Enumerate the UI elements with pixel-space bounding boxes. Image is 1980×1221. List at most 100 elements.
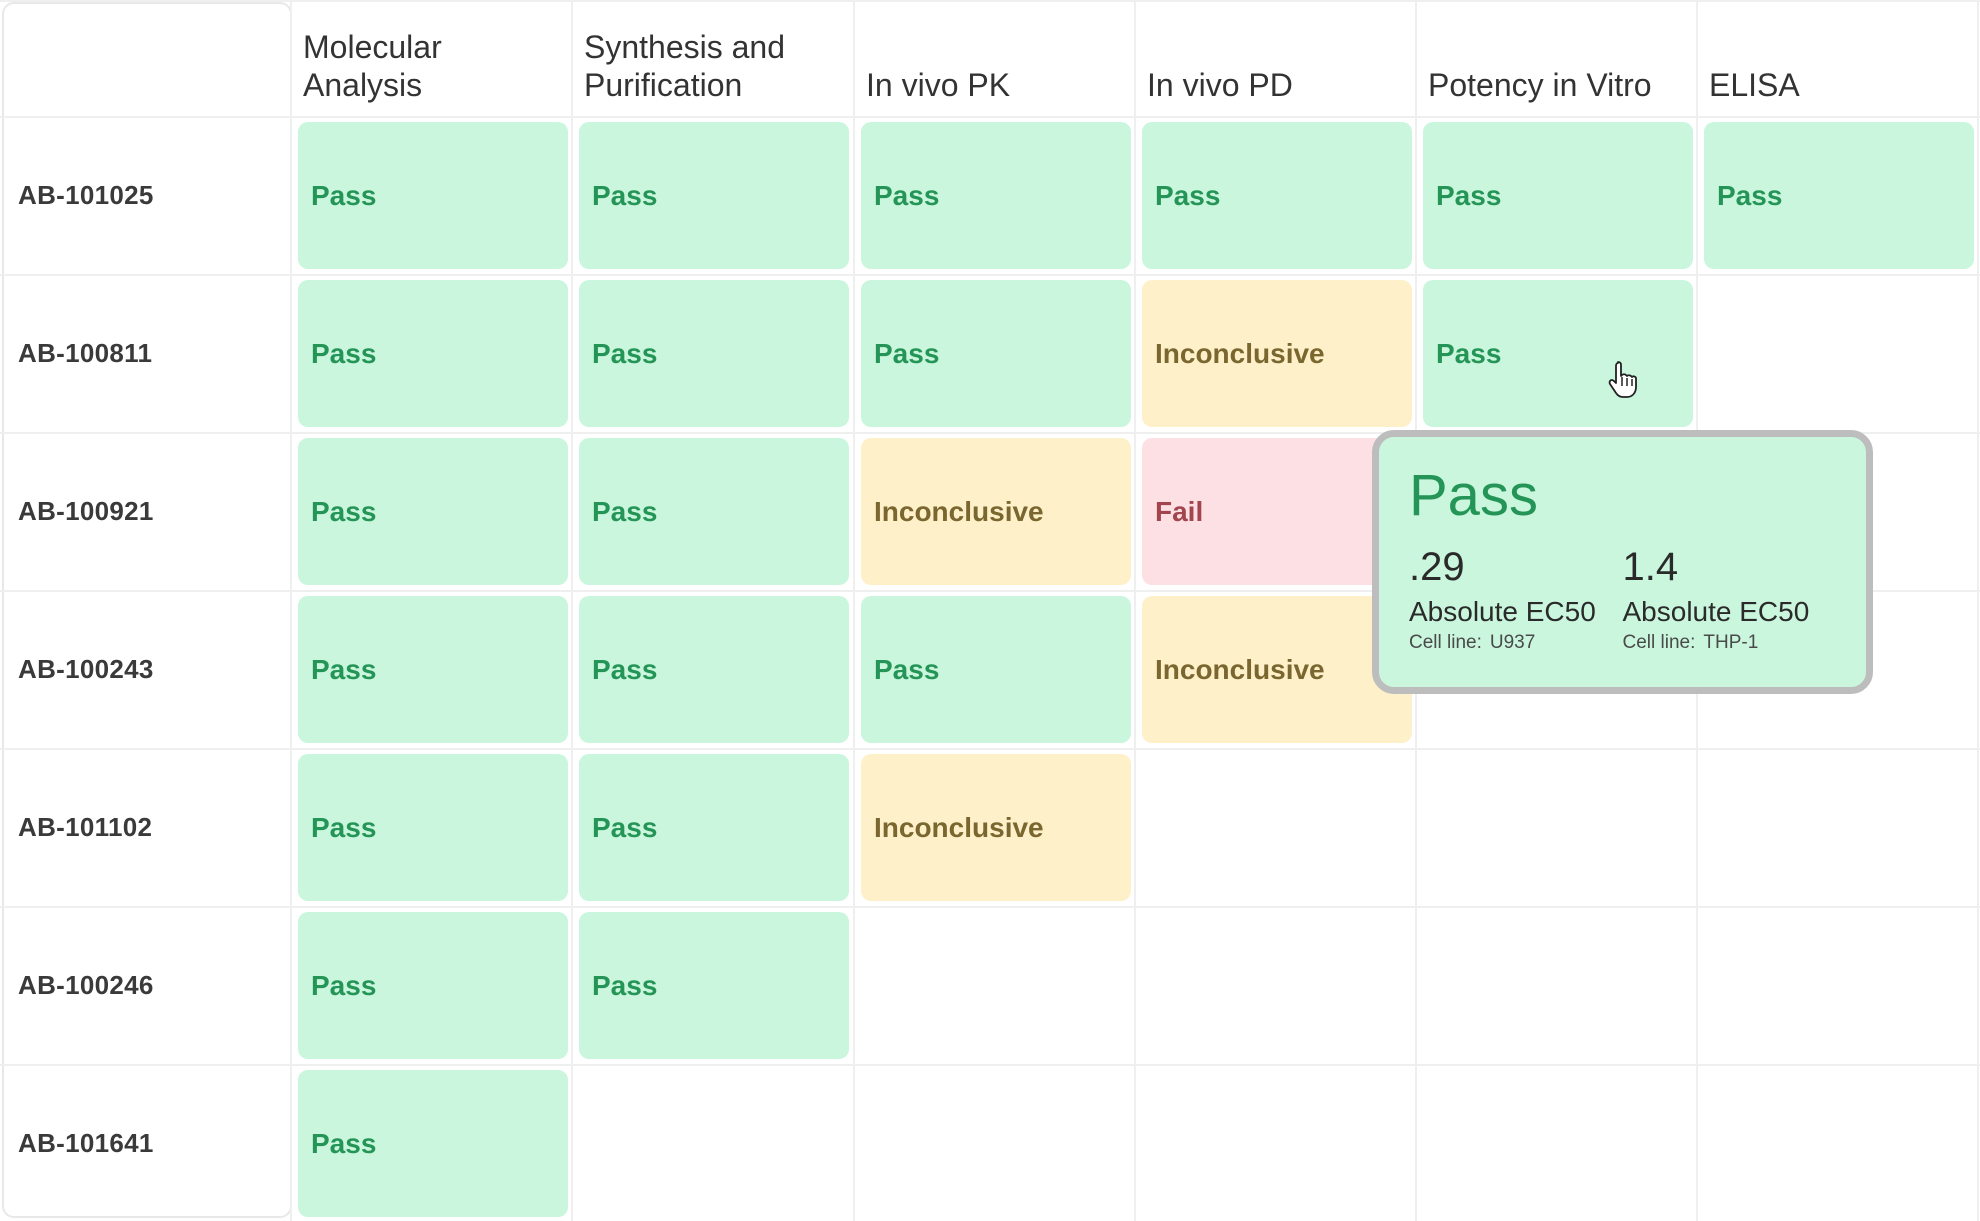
result-label: Pass <box>311 337 377 369</box>
result-label: Pass <box>1717 179 1783 211</box>
result-cell-pass[interactable]: Pass <box>298 438 568 585</box>
result-label: Pass <box>311 179 377 211</box>
metric-cell-line: Cell line: U937 <box>1409 631 1623 655</box>
grid-row-divider <box>0 432 1980 434</box>
grid-row-divider <box>0 906 1980 908</box>
metric-value: .29 <box>1409 545 1465 589</box>
result-label: Pass <box>311 495 377 527</box>
result-cell-pass[interactable]: Pass <box>298 754 568 901</box>
result-cell-pass[interactable]: Pass <box>861 122 1131 269</box>
column-header: Potency in Vitro <box>1416 0 1691 116</box>
result-label: Pass <box>311 811 377 843</box>
result-label: Pass <box>311 1127 377 1159</box>
grid-row-divider <box>0 274 1980 276</box>
row-label: AB-101102 <box>18 812 153 842</box>
result-label: Pass <box>311 969 377 1001</box>
result-label: Inconclusive <box>1155 337 1325 369</box>
column-header-label: Molecular Analysis <box>303 29 442 103</box>
result-cell-pass[interactable]: Pass <box>1423 280 1693 427</box>
row-label: AB-101641 <box>18 1128 154 1158</box>
column-header-label: In vivo PD <box>1147 67 1293 103</box>
row-label: AB-100246 <box>18 970 154 1000</box>
column-header: Synthesis and Purification <box>572 0 847 116</box>
result-label: Pass <box>1436 179 1502 211</box>
result-label: Pass <box>592 969 658 1001</box>
result-label: Pass <box>1155 179 1221 211</box>
row-label: AB-101025 <box>18 180 154 210</box>
tooltip-status: Pass <box>1409 463 1538 528</box>
result-cell-pass[interactable]: Pass <box>579 280 849 427</box>
result-cell-pass[interactable]: Pass <box>298 122 568 269</box>
result-tooltip: Pass .29 Absolute EC50 Cell line: U937 1.… <box>1372 430 1873 694</box>
result-cell-pass[interactable]: Pass <box>579 122 849 269</box>
result-cell-pass[interactable]: Pass <box>298 1070 568 1217</box>
result-cell-inconclusive[interactable]: Inconclusive <box>1142 596 1412 743</box>
result-label: Pass <box>874 653 940 685</box>
result-cell-pass[interactable]: Pass <box>861 596 1131 743</box>
metric-cell-line: Cell line: THP-1 <box>1623 631 1837 655</box>
grid-column-divider <box>571 0 573 1221</box>
row-label-column <box>2 2 292 1218</box>
cell-line-label: Cell line: <box>1409 632 1482 653</box>
metric-label: Absolute EC50 <box>1409 596 1596 627</box>
result-label: Pass <box>592 811 658 843</box>
result-cell-pass[interactable]: Pass <box>1704 122 1974 269</box>
result-cell-pass[interactable]: Pass <box>298 912 568 1059</box>
result-cell-pass[interactable]: Pass <box>298 596 568 743</box>
result-label: Pass <box>592 337 658 369</box>
row-label: AB-100243 <box>18 654 154 684</box>
column-header: ELISA <box>1697 0 1972 116</box>
column-header-label: In vivo PK <box>866 67 1011 103</box>
result-cell-pass[interactable]: Pass <box>861 280 1131 427</box>
result-cell-pass[interactable]: Pass <box>579 438 849 585</box>
grid-column-divider <box>1134 0 1136 1221</box>
result-cell-fail[interactable]: Fail <box>1142 438 1412 585</box>
grid-row-divider <box>0 1064 1980 1066</box>
result-label: Inconclusive <box>874 811 1044 843</box>
grid-top-border <box>0 0 1980 2</box>
result-cell-pass[interactable]: Pass <box>579 754 849 901</box>
grid-column-divider <box>1977 0 1979 1221</box>
row-label: AB-100811 <box>18 338 153 368</box>
result-label: Pass <box>311 653 377 685</box>
column-header-label: Synthesis and Purification <box>584 29 786 103</box>
result-label: Pass <box>592 179 658 211</box>
row-label: AB-100921 <box>18 496 154 526</box>
cell-line-value: U937 <box>1489 632 1536 653</box>
grid-row-divider <box>0 116 1980 118</box>
result-label: Pass <box>592 653 658 685</box>
metric-label: Absolute EC50 <box>1622 596 1810 627</box>
result-label: Pass <box>874 337 940 369</box>
tooltip-metric: 1.4 Absolute EC50 Cell line: THP-1 <box>1623 545 1837 655</box>
grid-column-divider <box>290 0 292 1221</box>
result-label: Pass <box>1436 337 1502 369</box>
grid-column-divider <box>853 0 855 1221</box>
result-label: Inconclusive <box>874 495 1044 527</box>
column-header-label: ELISA <box>1709 67 1800 103</box>
result-cell-inconclusive[interactable]: Inconclusive <box>861 438 1131 585</box>
tooltip-metrics: .29 Absolute EC50 Cell line: U937 1.4 Abs… <box>1409 545 1836 655</box>
result-label: Pass <box>592 495 658 527</box>
result-cell-pass[interactable]: Pass <box>1142 122 1412 269</box>
result-cell-pass[interactable]: Pass <box>1423 122 1693 269</box>
result-label: Inconclusive <box>1155 653 1325 685</box>
column-header: In vivo PD <box>1135 0 1410 116</box>
result-label: Fail <box>1155 495 1204 527</box>
grid-row-divider <box>0 748 1980 750</box>
cell-line-value: THP-1 <box>1703 632 1759 653</box>
column-header-label: Potency in Vitro <box>1428 67 1652 103</box>
tooltip-metric: .29 Absolute EC50 Cell line: U937 <box>1409 545 1623 655</box>
cell-line-label: Cell line: <box>1622 632 1696 653</box>
result-cell-pass[interactable]: Pass <box>579 596 849 743</box>
grid-row-divider <box>0 590 1980 592</box>
result-cell-inconclusive[interactable]: Inconclusive <box>861 754 1131 901</box>
hand-pointer-icon <box>1608 361 1637 398</box>
metric-value: 1.4 <box>1622 545 1679 589</box>
result-label: Pass <box>874 179 940 211</box>
result-cell-pass[interactable]: Pass <box>298 280 568 427</box>
result-cell-pass[interactable]: Pass <box>579 912 849 1059</box>
column-header: In vivo PK <box>854 0 1129 116</box>
result-cell-inconclusive[interactable]: Inconclusive <box>1142 280 1412 427</box>
column-header: Molecular Analysis <box>291 0 566 116</box>
